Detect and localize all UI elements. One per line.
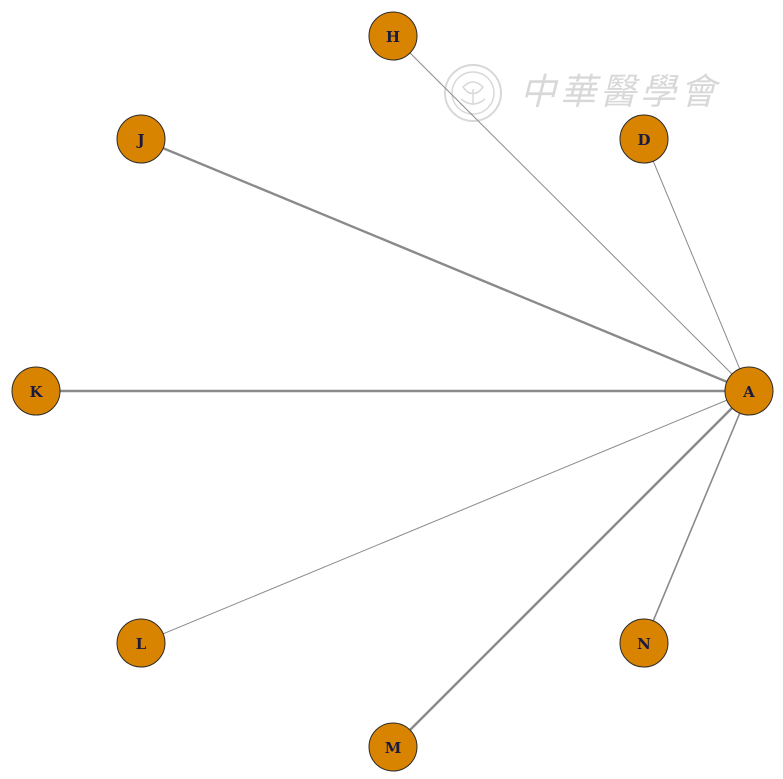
node-j[interactable]: J (116, 114, 166, 164)
watermark: 中華醫學會 (444, 64, 721, 122)
node-label: A (742, 383, 755, 401)
node-label: J (135, 131, 144, 149)
edge-a-h (392, 35, 750, 392)
node-circle[interactable] (368, 722, 418, 772)
node-circle[interactable] (11, 366, 61, 416)
edge-a-m (392, 390, 750, 748)
node-circle[interactable] (619, 114, 669, 164)
edge-a-l (140, 390, 750, 644)
society-seal-icon (444, 64, 502, 122)
node-circle[interactable] (724, 366, 774, 416)
edge-a-j (140, 137, 750, 393)
nodes-layer: A H D J K L M N (11, 11, 774, 772)
node-label: N (637, 635, 651, 653)
node-h[interactable]: H (368, 11, 418, 61)
node-k[interactable]: K (11, 366, 61, 416)
node-l[interactable]: L (116, 618, 166, 668)
node-label: L (136, 635, 147, 653)
node-circle[interactable] (368, 11, 418, 61)
node-circle[interactable] (116, 114, 166, 164)
edges-layer (36, 35, 750, 748)
edge-a-n (643, 390, 750, 644)
node-label: M (385, 739, 402, 757)
node-m[interactable]: M (368, 722, 418, 772)
node-d[interactable]: D (619, 114, 669, 164)
node-circle[interactable] (116, 618, 166, 668)
node-label: K (29, 383, 43, 401)
edge-a-d (643, 138, 750, 392)
node-a[interactable]: A (724, 366, 774, 416)
node-circle[interactable] (619, 618, 669, 668)
node-label: H (386, 28, 400, 46)
node-label: D (637, 131, 650, 149)
watermark-text: 中華醫學會 (520, 72, 721, 113)
node-n[interactable]: N (619, 618, 669, 668)
